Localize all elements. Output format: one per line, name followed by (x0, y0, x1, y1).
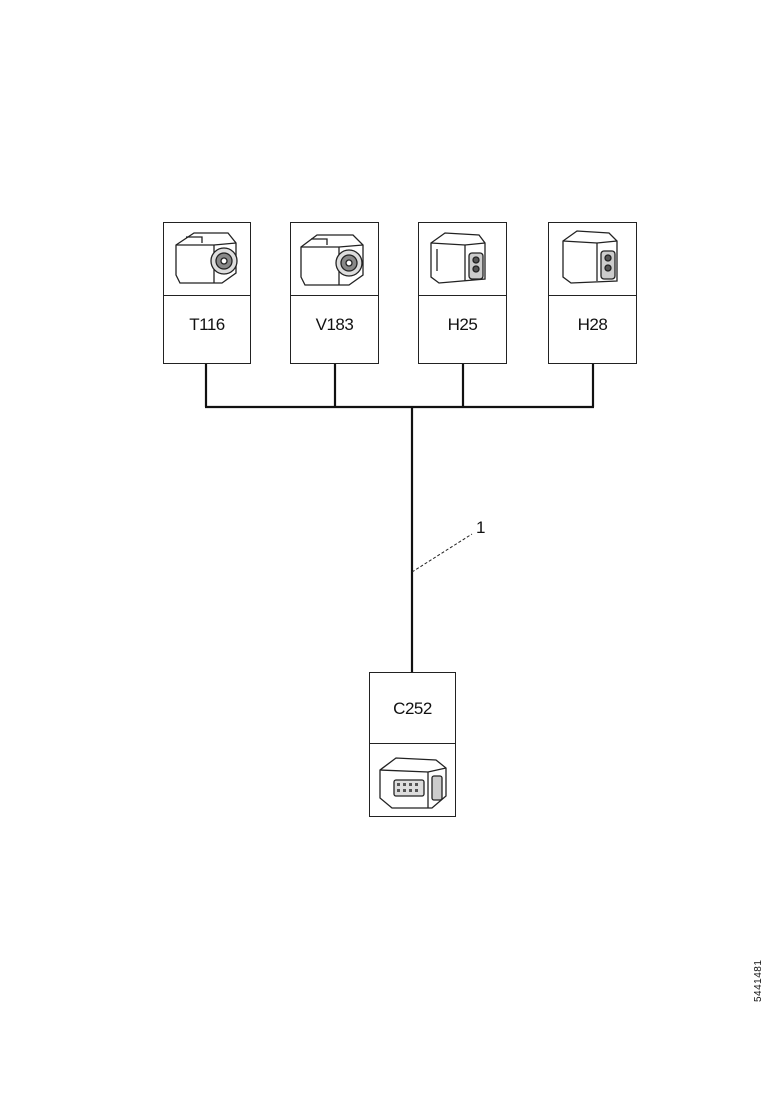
h28-image (549, 223, 636, 296)
v183-label: V183 (315, 315, 354, 334)
c252-image (370, 743, 455, 816)
connector-block-round-icon (175, 232, 238, 284)
c252-label: C252 (393, 699, 432, 718)
t116-label: T116 (189, 315, 225, 334)
callout-number: 1 (476, 518, 486, 537)
connector-rect-icon (562, 230, 618, 284)
connector-block-round-icon (300, 234, 364, 286)
reference-code: 5441481 (753, 959, 764, 1002)
h25-image (419, 223, 506, 296)
v183-image (291, 223, 378, 296)
h28-label: H28 (577, 315, 608, 334)
component-h25[interactable]: H25 (418, 222, 507, 364)
connector-rect-icon (430, 232, 486, 284)
component-v183[interactable]: V183 (290, 222, 379, 364)
callout-leader (411, 533, 473, 573)
component-t116[interactable]: T116 (163, 222, 251, 364)
component-h28[interactable]: H28 (548, 222, 637, 364)
t116-image (164, 223, 250, 296)
h25-label: H25 (447, 315, 478, 334)
component-c252[interactable]: C252 (369, 672, 456, 817)
connector-multipin-icon (379, 757, 447, 809)
